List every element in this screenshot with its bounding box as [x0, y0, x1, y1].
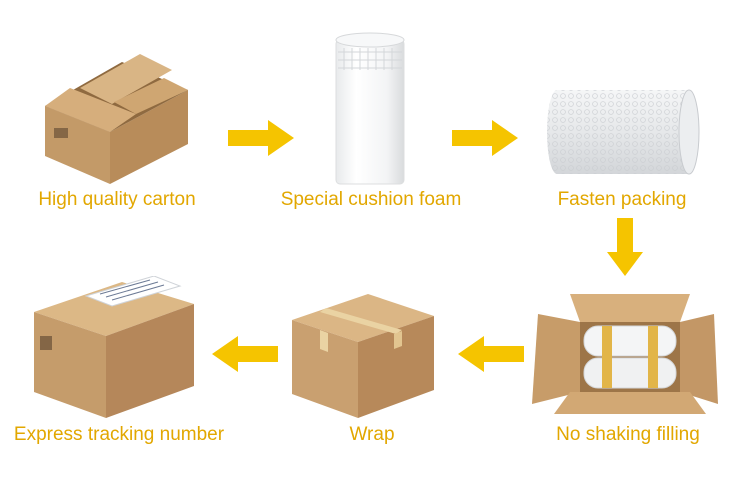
foam-roll-top: [335, 32, 405, 48]
bubble-roll-end: [678, 89, 700, 175]
box-tape-top: [320, 308, 402, 334]
step-label-carton: High quality carton: [38, 189, 196, 210]
step-label-wrap: Wrap: [349, 424, 395, 445]
foam-roll-bottom-row: [583, 357, 677, 389]
tape-band: [602, 326, 612, 388]
foam-roll-top-row: [583, 325, 677, 357]
foam-roll-body: [335, 39, 405, 185]
tape-band: [648, 326, 658, 388]
box-flap-front: [554, 392, 706, 414]
tracking-label: [84, 276, 182, 307]
box-tape-front: [320, 330, 328, 352]
shipping-box-barcode: [40, 336, 52, 350]
labeled-shipping-box-image: [34, 276, 194, 418]
arrow-right-icon: [228, 120, 294, 156]
box-flap-right: [680, 314, 718, 404]
shipping-box-side-face: [106, 304, 194, 418]
step-label-cushion-foam: Special cushion foam: [280, 189, 462, 210]
step-label-fasten: Fasten packing: [557, 189, 687, 210]
tracking-label-lines: [99, 279, 165, 301]
taped-box-image: [292, 294, 434, 418]
step-label-filling: No shaking filling: [556, 424, 700, 445]
arrow-left-icon: [458, 336, 524, 372]
carton-right-face: [110, 90, 188, 184]
carton-right-flap: [114, 78, 188, 114]
box-tape-side: [394, 331, 402, 349]
bubble-wrap-roll-image: [547, 89, 700, 175]
carton-back-flap: [80, 54, 172, 104]
box-flap-back: [570, 294, 690, 322]
foam-air-pockets: [338, 48, 402, 70]
open-carton-box-image: [45, 54, 188, 184]
carton-print-mark: [54, 128, 68, 138]
cushion-foam-roll-image: [335, 32, 405, 185]
arrow-left-icon: [212, 336, 278, 372]
filled-open-box-image: [532, 294, 718, 414]
box-flap-left: [532, 314, 580, 404]
carton-front-flap: [45, 88, 136, 132]
shipping-box-top-face: [34, 282, 194, 336]
box-side-face: [358, 316, 434, 418]
arrow-down-icon: [607, 218, 643, 276]
step-label-tracking: Express tracking number: [13, 424, 225, 445]
box-front-face: [292, 320, 358, 418]
arrow-right-icon: [452, 120, 518, 156]
box-top-face: [292, 294, 434, 342]
